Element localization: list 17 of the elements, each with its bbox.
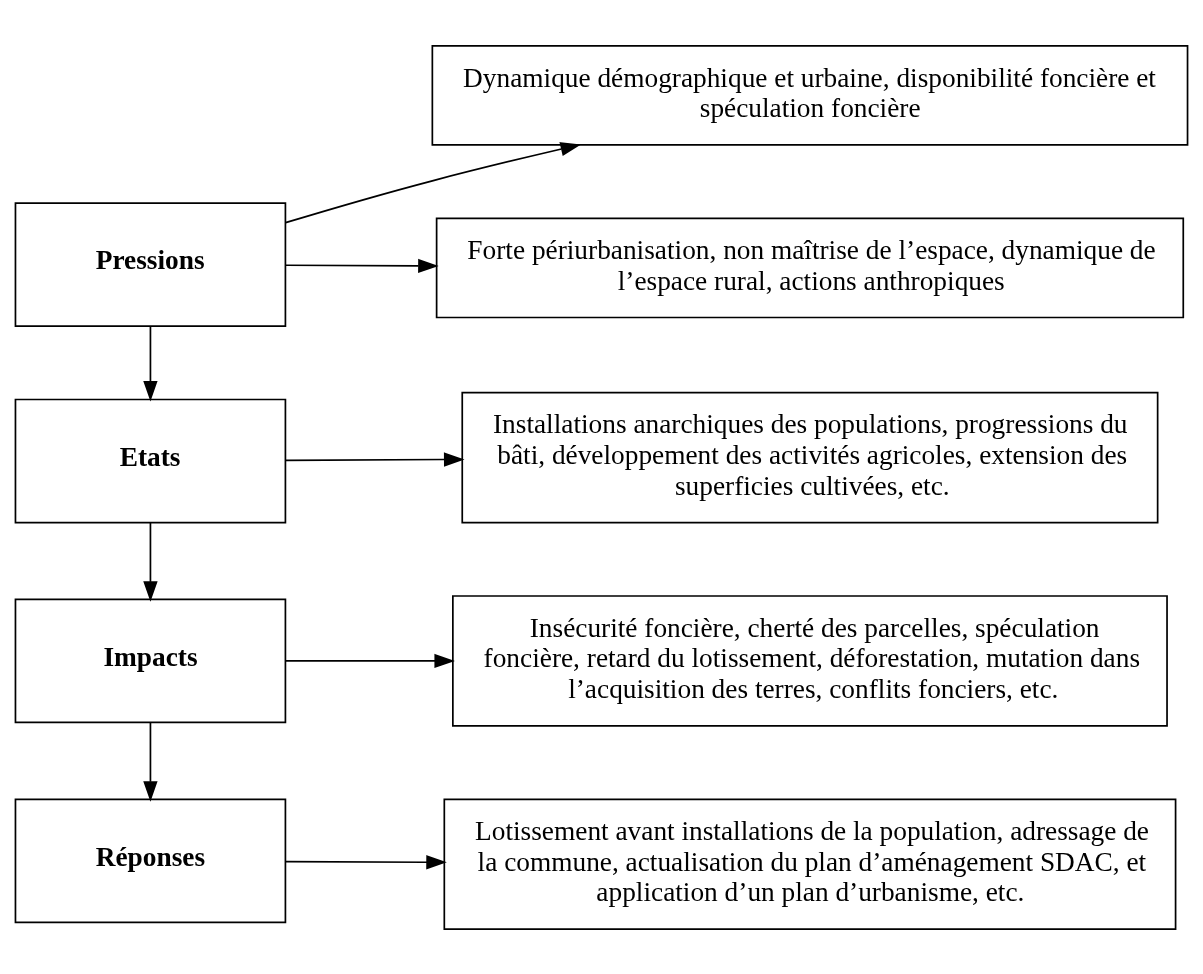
arrow bbox=[284, 141, 582, 224]
arrow bbox=[284, 653, 455, 668]
node-box: Insécurité foncière, cherté des parcelles, spéculation foncière, retard du lotissement, déforestation, mutation dans l’acquisition des terres, conflits fonciers, etc. bbox=[452, 594, 1168, 727]
arrow bbox=[284, 854, 447, 869]
arrow bbox=[284, 258, 439, 273]
node-box: Installations anarchiques des populations, progressions du bâti, développement des activités agricoles, extension des superficies cultivées, etc. bbox=[461, 391, 1159, 523]
node-box: Dynamique démographique et urbaine, disponibilité foncière et spéculation foncière bbox=[431, 44, 1189, 146]
node-box: Lotissement avant installations de la population, adressage de la commune, actualisation du plan d’aménagement SDAC, et application d’un plan d’urbanisme, etc. bbox=[443, 797, 1177, 930]
arrow bbox=[143, 521, 158, 602]
node-box: Impacts bbox=[14, 598, 287, 723]
arrow bbox=[284, 451, 465, 467]
node-box: Pressions bbox=[14, 201, 287, 327]
node-box: Forte périurbanisation, non maîtrise de l’espace, dynamique de l’espace rural, actions anthropiques bbox=[435, 217, 1185, 318]
arrow bbox=[143, 325, 158, 401]
node-box: Réponses bbox=[14, 797, 287, 923]
node-box: Etats bbox=[14, 398, 287, 523]
arrow bbox=[143, 721, 158, 802]
